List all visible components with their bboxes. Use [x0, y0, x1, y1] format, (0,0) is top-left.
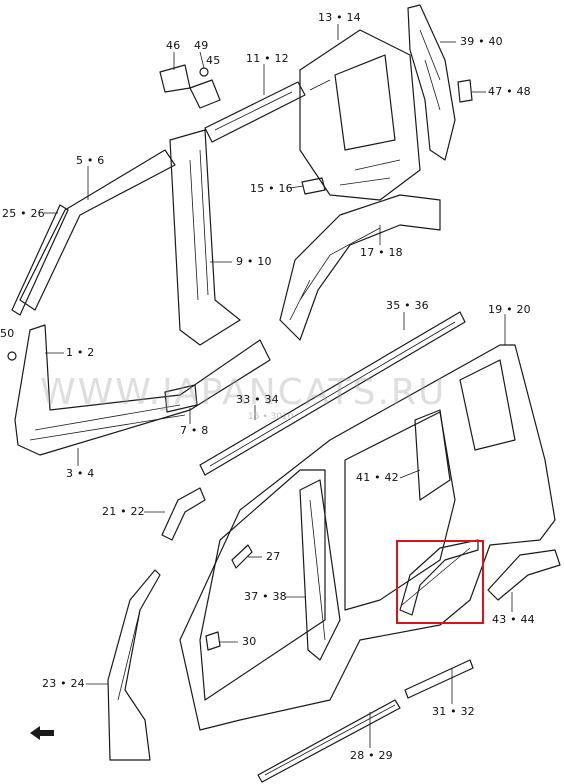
- part-roof-rail: [204, 81, 306, 143]
- callout-17-18[interactable]: 17 • 18: [360, 246, 403, 259]
- callout-31-32[interactable]: 31 • 32: [432, 705, 475, 718]
- callout-27[interactable]: 27: [266, 550, 281, 563]
- part-rear-quarter-upper: [299, 29, 421, 201]
- part-rear-pillar-strip: [407, 4, 456, 161]
- watermark-text: WWW.JAPANCATS.RU: [40, 372, 447, 413]
- callout-7-8[interactable]: 7 • 8: [180, 424, 209, 437]
- part-front-sill: [7, 324, 271, 456]
- callout-1-2[interactable]: 1 • 2: [66, 346, 95, 359]
- callout-45[interactable]: 45: [206, 54, 221, 67]
- callout-23-24[interactable]: 23 • 24: [42, 677, 85, 690]
- part-highlighted-arch: [399, 539, 479, 616]
- callout-21-22[interactable]: 21 • 22: [102, 505, 145, 518]
- callout-35-36[interactable]: 35 • 36: [386, 299, 429, 312]
- callout-5-6[interactable]: 5 • 6: [76, 154, 105, 167]
- callout-30[interactable]: 30: [242, 635, 257, 648]
- callout-46[interactable]: 46: [166, 39, 181, 52]
- part-bracket-47: [457, 79, 473, 103]
- callout-13-14[interactable]: 13 • 14: [318, 11, 361, 24]
- part-wedge-21: [161, 487, 206, 541]
- part-lower-front-pillar: [107, 569, 161, 761]
- callout-41-42[interactable]: 41 • 42: [356, 471, 399, 484]
- callout-25-26[interactable]: 25 • 26: [2, 207, 45, 220]
- callout-43-44[interactable]: 43 • 44: [492, 613, 535, 626]
- part-clip-15: [301, 177, 326, 195]
- leader-lines: [44, 24, 513, 748]
- callout-50[interactable]: 50: [0, 327, 15, 340]
- part-clip-30: [205, 631, 221, 651]
- callout-33-34[interactable]: 33 • 34: [236, 393, 279, 406]
- callout-37-38[interactable]: 37 • 38: [244, 590, 287, 603]
- part-brackets-top: [159, 64, 221, 109]
- callout-28-29[interactable]: 28 • 29: [350, 749, 393, 762]
- part-long-roof-rail: [199, 311, 466, 476]
- part-wheel-arch-inner: [279, 194, 441, 341]
- part-plate-7: [164, 384, 198, 413]
- callout-39-40[interactable]: 39 • 40: [460, 35, 503, 48]
- part-rocker-strip-31: [404, 659, 474, 699]
- part-rocker-lower: [257, 699, 401, 783]
- callout-49[interactable]: 49: [194, 39, 209, 52]
- part-front-pillar: [11, 149, 176, 316]
- callout-47-48[interactable]: 47 • 48: [488, 85, 531, 98]
- part-clip-27: [231, 544, 253, 569]
- callout-19-20[interactable]: 19 • 20: [488, 303, 531, 316]
- highlight-box[interactable]: [396, 540, 484, 624]
- callout-15-16[interactable]: 15 • 16: [250, 182, 293, 195]
- watermark-code: 15 • 3010: [248, 412, 294, 422]
- callout-11-12[interactable]: 11 • 12: [246, 52, 289, 65]
- front-arrow-icon: [30, 726, 54, 740]
- part-b-pillar-inner: [299, 479, 341, 661]
- part-wheelhouse-extension: [487, 549, 561, 601]
- callout-3-4[interactable]: 3 • 4: [66, 467, 95, 480]
- callout-9-10[interactable]: 9 • 10: [236, 255, 272, 268]
- part-inner-panel-41: [414, 409, 451, 501]
- part-center-pillar: [169, 129, 241, 346]
